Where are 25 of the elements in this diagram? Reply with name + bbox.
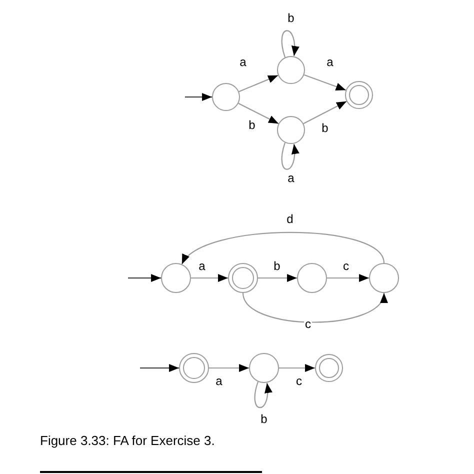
transition-arrow — [242, 292, 385, 323]
transition-arrow — [140, 364, 179, 372]
edge-label: b — [286, 12, 296, 24]
transition-arrow — [191, 274, 228, 282]
transition-arrow — [209, 364, 249, 372]
self-loop-arrow — [281, 142, 299, 170]
self-loop-arrow — [281, 30, 299, 58]
figure-caption: Figure 3.33: FA for Exercise 3. — [40, 433, 215, 448]
transition-arrow — [185, 93, 212, 101]
edge-label: b — [260, 413, 268, 425]
transition-arrow — [304, 74, 346, 91]
edge-label: b — [248, 119, 256, 131]
edge-label: c — [304, 318, 312, 330]
transition-arrow — [128, 274, 161, 282]
transition-arrow — [238, 74, 278, 92]
transition-arrow — [238, 102, 279, 124]
transition-arrow — [181, 232, 385, 265]
transition-arrow — [327, 274, 369, 282]
edge-label: d — [286, 213, 294, 225]
edge-label: b — [320, 122, 330, 134]
edge-label: b — [272, 260, 282, 272]
transition-arrow — [279, 364, 315, 372]
transition-arrow — [303, 100, 347, 124]
self-loop-arrow — [254, 382, 272, 408]
transition-arrow — [258, 274, 297, 282]
